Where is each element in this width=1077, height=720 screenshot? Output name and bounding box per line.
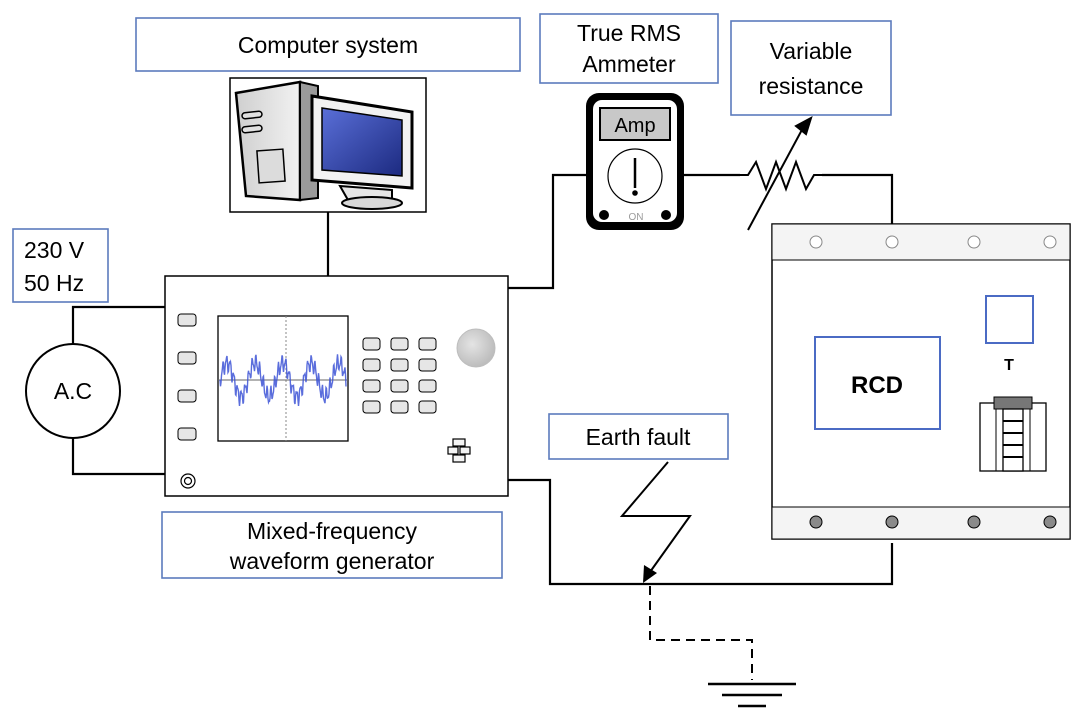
keypad-button-1[interactable] bbox=[362, 337, 381, 351]
keypad-button-8[interactable] bbox=[390, 379, 409, 393]
keypad-button-11[interactable] bbox=[390, 400, 409, 414]
variable-resistor-icon bbox=[740, 115, 822, 231]
ammeter-label-line1: True RMS bbox=[577, 20, 681, 46]
generator-label-box: Mixed-frequency waveform generator bbox=[161, 511, 503, 579]
generator-screen bbox=[217, 315, 349, 442]
ammeter-label-box: True RMS Ammeter bbox=[539, 13, 719, 84]
rcd-test-button[interactable] bbox=[985, 295, 1034, 344]
rcd-bottom-terminal-4 bbox=[1043, 515, 1057, 529]
supply-frequency-label: 50 Hz bbox=[24, 270, 84, 296]
keypad-button-5[interactable] bbox=[390, 358, 409, 372]
generator-side-button-4[interactable] bbox=[177, 427, 197, 441]
rcd-top-terminal-1 bbox=[809, 235, 823, 249]
ac-top-wire bbox=[71, 305, 165, 345]
keypad-button-9[interactable] bbox=[418, 379, 437, 393]
ammeter-label-line2: Ammeter bbox=[582, 51, 676, 77]
ground-dashed-wire bbox=[649, 586, 753, 680]
earth-fault-label: Earth fault bbox=[586, 424, 691, 450]
rcd-test-label: T bbox=[1004, 357, 1014, 374]
rcd-top-terminal-4 bbox=[1043, 235, 1057, 249]
rcd-terminals bbox=[809, 235, 1057, 529]
rcd-top-terminal-3 bbox=[967, 235, 981, 249]
generator-to-ammeter-wire bbox=[508, 173, 590, 290]
supply-label-box: 230 V 50 Hz bbox=[12, 228, 109, 303]
desktop-computer-icon bbox=[234, 80, 414, 210]
rcd-top-terminal-2 bbox=[885, 235, 899, 249]
rcd-toggle-lever[interactable] bbox=[979, 396, 1047, 472]
keypad-button-2[interactable] bbox=[390, 337, 409, 351]
generator-label-line2: waveform generator bbox=[229, 548, 435, 574]
dpad-icon[interactable] bbox=[447, 438, 471, 463]
wires bbox=[71, 173, 894, 586]
earth-fault-arrow bbox=[619, 461, 692, 583]
rcd-bottom-terminal-1 bbox=[809, 515, 823, 529]
keypad-button-6[interactable] bbox=[418, 358, 437, 372]
ac-bottom-wire bbox=[71, 438, 165, 476]
keypad-button-4[interactable] bbox=[362, 358, 381, 372]
ammeter-terminal-right bbox=[661, 210, 671, 220]
ammeter-display-text: Amp bbox=[614, 115, 655, 137]
ammeter-on-label: ON bbox=[629, 212, 644, 223]
generator-side-button-1[interactable] bbox=[177, 313, 197, 327]
keypad-button-12[interactable] bbox=[418, 400, 437, 414]
keypad-button-10[interactable] bbox=[362, 400, 381, 414]
ammeter-display bbox=[599, 107, 671, 141]
rcd-label-box bbox=[814, 336, 941, 430]
generator-knob[interactable] bbox=[456, 328, 496, 368]
generator-side-button-3[interactable] bbox=[177, 389, 197, 403]
output-connector-icon bbox=[180, 473, 196, 489]
keypad-button-3[interactable] bbox=[418, 337, 437, 351]
true-rms-ammeter: Amp ON bbox=[586, 93, 684, 230]
generator-keypad bbox=[362, 337, 437, 414]
ac-source-label: A.C bbox=[54, 378, 92, 404]
rcd-bottom-terminal-3 bbox=[967, 515, 981, 529]
computer-label-box: Computer system bbox=[135, 17, 521, 72]
generator-side-button-2[interactable] bbox=[177, 351, 197, 365]
ammeter-needle-pivot bbox=[632, 190, 638, 196]
supply-voltage-label: 230 V bbox=[24, 237, 85, 263]
generator-label-line1: Mixed-frequency bbox=[247, 518, 418, 544]
mixed-frequency-waveform bbox=[219, 354, 347, 407]
rcd-label: RCD bbox=[851, 372, 903, 399]
earth-fault-label-box: Earth fault bbox=[548, 413, 729, 460]
computer-label: Computer system bbox=[238, 32, 418, 58]
resistor-to-rcd-wire bbox=[822, 173, 894, 224]
ground-connection bbox=[649, 586, 753, 680]
ammeter-terminal-left bbox=[599, 210, 609, 220]
keypad-button-7[interactable] bbox=[362, 379, 381, 393]
ac-source: A.C bbox=[25, 343, 121, 439]
rcd-bottom-terminal-2 bbox=[885, 515, 899, 529]
earth-ground-icon bbox=[708, 682, 796, 708]
rcd-device: RCD T bbox=[771, 223, 1071, 540]
resistance-label-line2: resistance bbox=[759, 73, 864, 99]
resistance-label-line1: Variable bbox=[770, 38, 853, 64]
resistance-label-box: Variable resistance bbox=[730, 20, 892, 116]
waveform-generator bbox=[164, 275, 509, 497]
computer-system bbox=[229, 77, 427, 213]
return-wire bbox=[508, 478, 894, 586]
